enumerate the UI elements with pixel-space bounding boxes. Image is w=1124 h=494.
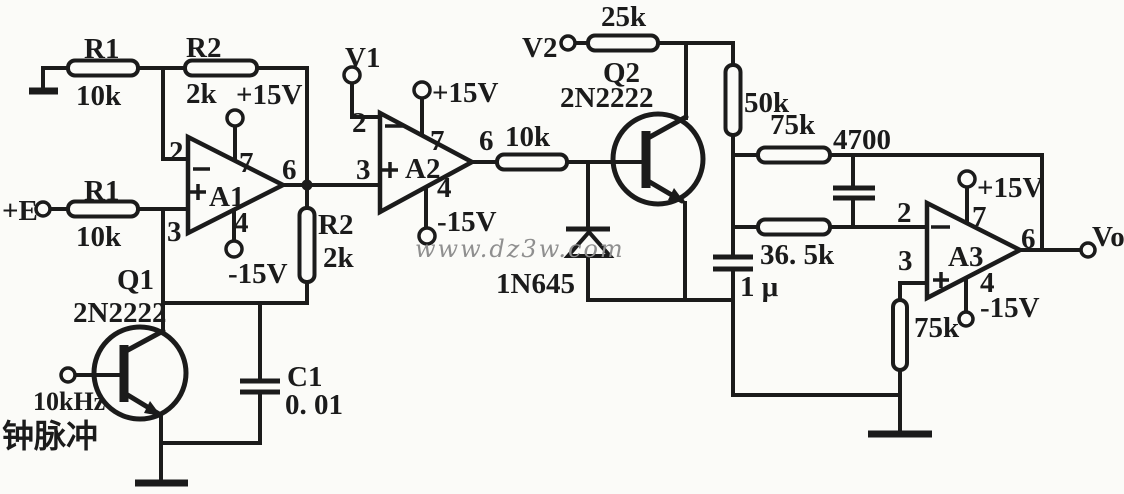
resistor-25k-body <box>586 33 660 53</box>
d1-part: 1N645 <box>496 268 575 300</box>
terminal-e-input <box>34 200 52 218</box>
r365k-value: 36. 5k <box>760 239 835 271</box>
a2-pin4: 4 <box>437 172 452 204</box>
v2-label: V2 <box>522 32 557 64</box>
vo-label: Vo <box>1092 221 1124 253</box>
terminal-vo <box>1079 241 1097 259</box>
opamp-a1 <box>185 133 288 237</box>
c1u-value: 1 μ <box>740 271 779 303</box>
capacitor-c1 <box>240 378 280 395</box>
terminal-clock <box>59 366 77 384</box>
a3-pin4: 4 <box>980 267 995 299</box>
a2-vminus-label: -15V <box>437 206 497 238</box>
a3-pin3: 3 <box>898 245 913 277</box>
capacitor-1u <box>713 254 753 272</box>
junction-dot <box>301 179 313 191</box>
a1-pin6: 6 <box>282 154 297 186</box>
r50k-value: 50k <box>744 87 790 119</box>
diode-1n645 <box>563 226 615 258</box>
r2a-ref: R2 <box>186 32 221 64</box>
clock-freq-label: 10kHz <box>33 387 105 416</box>
a2-pin2: 2 <box>352 107 367 139</box>
r75k-gnd-value: 75k <box>914 312 960 344</box>
q2-ref: Q2 <box>603 57 640 89</box>
q1-part: 2N2222 <box>73 297 166 329</box>
q1-ref: Q1 <box>117 264 154 296</box>
r25k-value: 25k <box>601 1 647 33</box>
terminal-v2 <box>559 34 577 52</box>
terminal-a2-vminus <box>417 226 437 246</box>
c1-value: 0. 01 <box>285 389 343 421</box>
terminal-a1-vminus <box>224 239 244 259</box>
r1b-value: 10k <box>76 221 122 253</box>
terminal-a3-vminus <box>957 310 975 328</box>
a1-vminus-label: -15V <box>228 258 288 290</box>
a3-pin7: 7 <box>972 201 987 233</box>
r1b-ref: R1 <box>84 175 119 207</box>
resistor-75k-gnd-body <box>891 298 909 372</box>
r75k-top-value: 75k <box>770 109 816 141</box>
a1-ref: A1 <box>209 181 244 213</box>
a2-pin7: 7 <box>430 125 445 157</box>
a2-pin3: 3 <box>356 154 371 186</box>
a3-pin2: 2 <box>897 197 912 229</box>
a3-vplus-label: +15V <box>977 172 1044 204</box>
v1-label: V1 <box>345 42 380 74</box>
input-e-label: +E <box>2 195 38 227</box>
a1-vplus-label: +15V <box>236 79 303 111</box>
terminal-a3-vplus <box>957 169 977 189</box>
resistor-r1a-body <box>66 58 140 78</box>
a1-pin4: 4 <box>234 207 249 239</box>
resistors <box>66 33 909 372</box>
opamp-a3 <box>924 199 1025 302</box>
emitter-arrow-icon <box>668 188 685 203</box>
resistor-75k-top-body <box>756 145 832 165</box>
resistor-10k-mid-body <box>495 152 569 172</box>
terminal-a1-vplus <box>225 108 245 128</box>
resistor-r2a-body <box>183 58 259 78</box>
r2b-value: 2k <box>323 242 355 274</box>
resistor-r2b-body <box>297 206 317 284</box>
a2-pin6: 6 <box>479 125 494 157</box>
resistor-r1b-body <box>66 199 140 219</box>
a3-vminus-label: -15V <box>980 292 1040 324</box>
r2b-ref: R2 <box>318 209 353 241</box>
capacitor-4700 <box>833 185 875 201</box>
transistor-q2 <box>610 111 706 207</box>
terminal-a2-vplus <box>412 80 432 100</box>
resistor-50k-body <box>723 63 743 137</box>
labels: R1 10k R2 2k +15V -15V 2 3 7 4 6 A1 +E R… <box>2 1 1124 455</box>
a1-pin7: 7 <box>239 147 254 179</box>
a3-ref: A3 <box>948 241 983 273</box>
r2a-value: 2k <box>186 78 218 110</box>
opamp-a2 <box>377 109 477 216</box>
a3-pin6: 6 <box>1021 223 1036 255</box>
wires <box>29 41 1083 487</box>
c4700-value: 4700 <box>833 124 891 156</box>
q2-part: 2N2222 <box>560 82 653 114</box>
r10k-mid-value: 10k <box>505 121 551 153</box>
r1a-value: 10k <box>76 80 122 112</box>
c1-ref: C1 <box>287 361 322 393</box>
emitter-arrow-icon <box>144 401 161 416</box>
a2-ref: A2 <box>405 153 440 185</box>
watermark: www.dz3w.com <box>415 235 625 263</box>
r1a-ref: R1 <box>84 33 119 65</box>
clock-cn-label: 钟脉冲 <box>2 417 98 455</box>
a1-pin3: 3 <box>167 216 182 248</box>
terminals <box>34 34 1097 384</box>
a1-pin2: 2 <box>169 136 184 168</box>
transistor-q1 <box>73 324 189 422</box>
terminal-v1 <box>342 65 362 85</box>
a2-vplus-label: +15V <box>432 77 499 109</box>
resistor-365k-body <box>756 217 832 237</box>
capacitors <box>240 185 875 395</box>
